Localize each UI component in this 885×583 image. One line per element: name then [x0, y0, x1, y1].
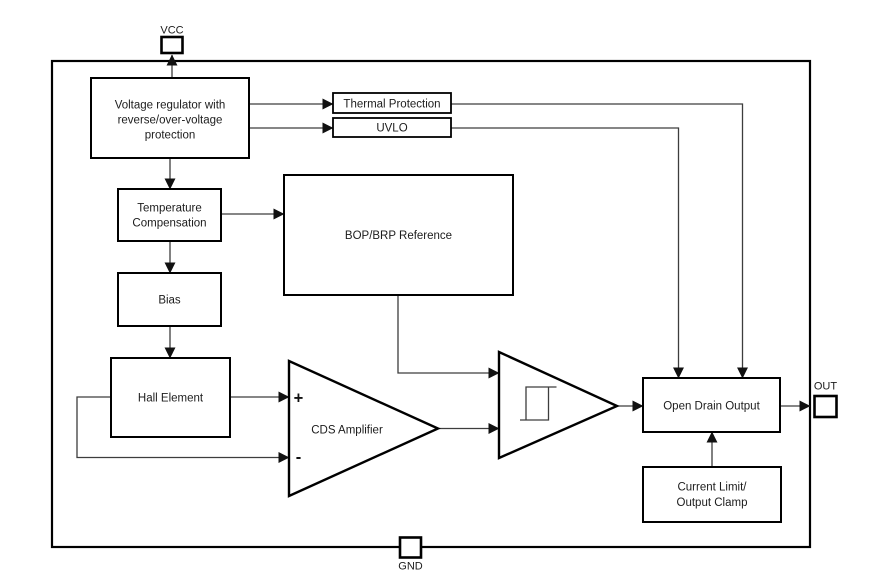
- chip-boundary: [50, 59, 812, 549]
- pin-gnd: GND: [398, 536, 423, 573]
- thermal-protection-label: Thermal Protection: [343, 99, 440, 111]
- connectors: [76, 54, 811, 467]
- block-uvlo: UVLO: [332, 117, 452, 138]
- temperature-compensation-label-line1: Temperature: [137, 203, 202, 215]
- connector-hall-to-amp-minus: [76, 396, 290, 464]
- cds-amplifier-label: CDS Amplifier: [311, 425, 383, 437]
- voltage-regulator-label-line2: reverse/over-voltage: [118, 115, 223, 127]
- connector-thermal-protection-to-open-drain: [451, 103, 749, 379]
- connector-uvlo-to-open-drain: [451, 127, 685, 379]
- bias-label: Bias: [158, 295, 181, 307]
- cds-amplifier-minus-input: -: [296, 449, 302, 467]
- temperature-compensation-label-line2: Compensation: [132, 218, 206, 230]
- bop-brp-reference-label: BOP/BRP Reference: [345, 230, 452, 242]
- block-thermal-protection: Thermal Protection: [332, 92, 452, 114]
- hall-element-label: Hall Element: [138, 393, 204, 405]
- hysteresis-icon: [520, 386, 557, 421]
- pin-out: OUT: [813, 381, 838, 419]
- block-bias: Bias: [117, 272, 222, 327]
- block-temperature-compensation: Temperature Compensation: [117, 188, 222, 242]
- out-pin-pad: [813, 394, 838, 419]
- block-schmitt-trigger: [497, 350, 620, 460]
- block-current-limit-output-clamp: Current Limit/ Output Clamp: [642, 466, 782, 523]
- voltage-regulator-label-line1: Voltage regulator with: [115, 100, 226, 112]
- block-voltage-regulator: Voltage regulator with reverse/over-volt…: [90, 77, 250, 159]
- pin-vcc: VCC: [160, 25, 184, 55]
- voltage-regulator-label-line3: protection: [145, 130, 196, 142]
- connector-bop-brp-to-schmitt: [397, 295, 500, 379]
- block-bop-brp-reference: BOP/BRP Reference: [283, 174, 514, 296]
- cds-amplifier-plus-input: +: [294, 390, 304, 408]
- vcc-pin-label: VCC: [160, 25, 183, 37]
- block-hall-element: Hall Element: [110, 357, 231, 438]
- vcc-pin-pad: [160, 35, 184, 55]
- uvlo-label: UVLO: [376, 123, 407, 135]
- gnd-pin-label: GND: [398, 561, 423, 573]
- out-pin-label: OUT: [814, 381, 838, 393]
- gnd-pin-pad: [398, 536, 423, 559]
- open-drain-output-label: Open Drain Output: [663, 401, 760, 413]
- block-open-drain-output: Open Drain Output: [642, 377, 781, 433]
- block-cds-amplifier: + - CDS Amplifier: [287, 359, 441, 498]
- current-limit-label-line2: Output Clamp: [677, 497, 748, 509]
- current-limit-label-line1: Current Limit/: [677, 482, 747, 494]
